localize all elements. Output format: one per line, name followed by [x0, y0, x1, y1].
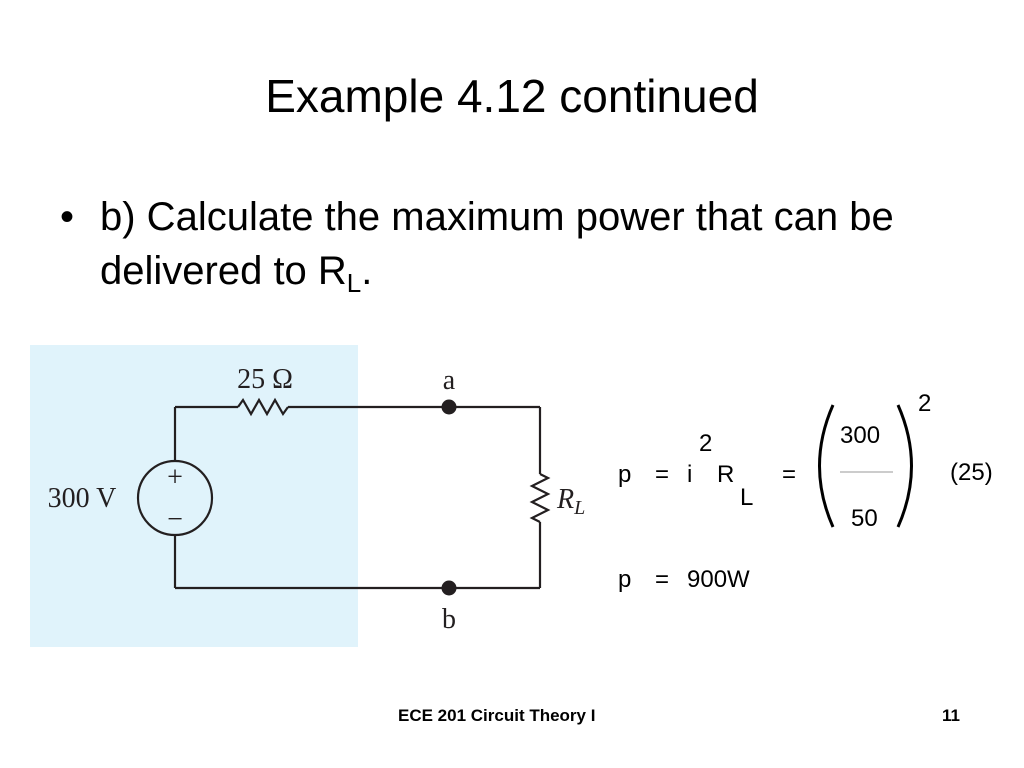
eq1-resistance-subscript: L — [740, 484, 754, 511]
resistor-25-symbol — [237, 397, 289, 417]
eq1-lhs: p — [618, 461, 632, 488]
thevenin-panel — [30, 345, 358, 647]
node-a-dot — [441, 399, 457, 415]
bullet-body: b) Calculate the maximum power that can … — [100, 195, 894, 293]
slide-title: Example 4.12 continued — [265, 70, 759, 122]
circuit-wires — [136, 397, 551, 590]
eq1-resistance: R — [717, 461, 735, 488]
eq1-numerator: 300 — [840, 422, 881, 449]
load-resistor-symbol — [529, 473, 551, 523]
eq1-current: i — [687, 461, 693, 488]
eq2-lhs: p — [618, 566, 632, 593]
eq1-outer-exponent: 2 — [918, 390, 932, 417]
bullet-subscript: L — [346, 268, 362, 298]
node-b-dot — [441, 580, 457, 596]
load-label-main: R — [556, 484, 574, 515]
bullet-marker: • — [60, 195, 75, 239]
load-resistor-label: RL — [556, 484, 585, 519]
eq1-equals-2: = — [782, 461, 797, 488]
right-paren — [896, 404, 913, 528]
load-label-subscript: L — [573, 497, 585, 519]
eq2-equals: = — [655, 566, 670, 593]
bullet-suffix: . — [361, 249, 373, 293]
source-voltage-label: 300 V — [48, 483, 117, 514]
node-b-label: b — [442, 604, 456, 635]
source-minus-sign: − — [167, 504, 183, 535]
eq2-value: 900W — [687, 566, 750, 593]
bullet-text: b) Calculate the maximum power that can … — [100, 190, 980, 298]
eq1-factor: (25) — [950, 459, 993, 486]
eq1-current-exponent: 2 — [699, 430, 713, 457]
footer-course: ECE 201 Circuit Theory I — [398, 706, 596, 725]
eq1-denominator: 50 — [851, 505, 878, 532]
source-plus-sign: + — [167, 462, 183, 493]
node-a-label: a — [443, 365, 456, 396]
resistor-25-label: 25 Ω — [237, 364, 293, 395]
eq1-equals-1: = — [655, 461, 670, 488]
footer-page-number: 11 — [942, 706, 960, 725]
left-paren — [818, 404, 835, 528]
